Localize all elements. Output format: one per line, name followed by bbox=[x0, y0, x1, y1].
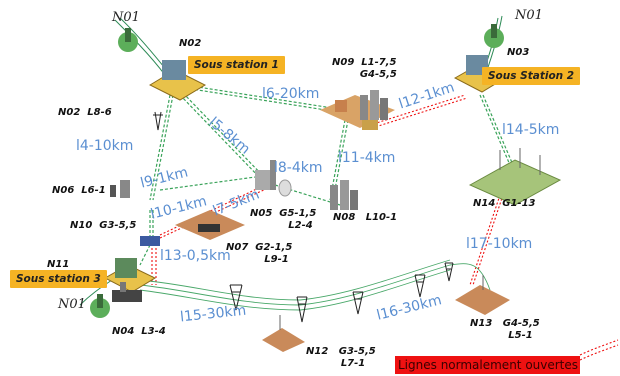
line-l6-label: l6-20km bbox=[262, 86, 320, 102]
node-n02-desc: N02 L8-6 bbox=[58, 107, 112, 118]
node-icons bbox=[110, 90, 562, 352]
node-n11: N11 bbox=[47, 259, 70, 270]
substation-1-label: Sous station 1 bbox=[188, 56, 285, 74]
node-n05: N05 G5-1,5 L2-4 bbox=[250, 208, 317, 231]
line-l13-label: l13-0,5km bbox=[160, 248, 231, 264]
line-l14-label: l14-5km bbox=[502, 122, 560, 138]
line-l11-label: l11-4km bbox=[338, 150, 396, 166]
line-l8-label: l8-4km bbox=[274, 160, 323, 176]
node-n08: N08 L10-1 bbox=[333, 212, 398, 223]
node-n04: N04 L3-4 bbox=[112, 326, 166, 337]
open-lines-legend: Lignes normalement ouvertes bbox=[395, 356, 580, 374]
external-node-top-right: N01 bbox=[515, 8, 543, 23]
substation-2-label: Sous Station 2 bbox=[482, 67, 581, 85]
supply-icons bbox=[90, 24, 504, 318]
node-n03: N03 bbox=[507, 47, 530, 58]
node-n10: N10 G3-5,5 bbox=[70, 220, 137, 231]
node-n07: N07 G2-1,5 L9-1 bbox=[226, 242, 293, 265]
external-node-bottom-left: N01 bbox=[58, 297, 86, 312]
node-n02-title: N02 bbox=[179, 38, 202, 49]
closed-lines bbox=[139, 84, 514, 266]
node-n09: N09 L1-7,5 G4-5,5 bbox=[332, 57, 397, 80]
pylon-icons bbox=[153, 111, 454, 323]
substation-3-label: Sous station 3 bbox=[10, 270, 107, 288]
node-n06: N06 L6-1 bbox=[52, 185, 106, 196]
node-n14: N14 G1-13 bbox=[473, 198, 536, 209]
node-n12: N12 G3-5,5 L7-1 bbox=[306, 346, 376, 369]
line-l17-label: l17-10km bbox=[466, 236, 533, 252]
external-node-top-left: N01 bbox=[112, 10, 140, 25]
line-l4-label: l4-10km bbox=[76, 138, 134, 154]
node-n13: N13 G4-5,5 L5-1 bbox=[470, 318, 540, 341]
